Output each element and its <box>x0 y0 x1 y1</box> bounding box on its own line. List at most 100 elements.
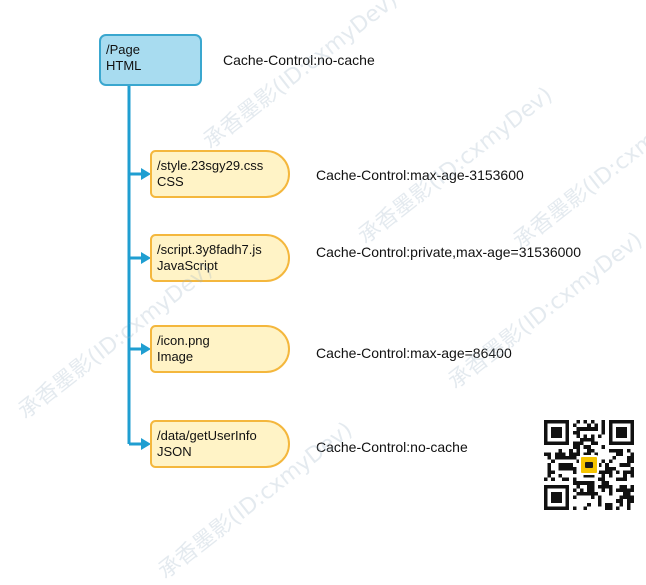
qr-module <box>562 441 566 446</box>
qr-module <box>601 420 606 424</box>
qr-module <box>605 466 609 471</box>
qr-module <box>630 495 634 500</box>
qr-module <box>590 488 595 492</box>
qr-module <box>619 495 624 500</box>
qr-module <box>590 438 595 442</box>
qr-module <box>608 488 613 492</box>
qr-module <box>594 441 598 446</box>
qr-module <box>623 463 627 467</box>
qr-module <box>558 430 562 435</box>
qr-module <box>576 459 580 464</box>
qr-module <box>601 423 606 428</box>
qr-module <box>626 441 631 446</box>
qr-module <box>551 420 555 424</box>
arrow-head-2 <box>141 343 151 355</box>
qr-module <box>558 456 562 460</box>
qr-module <box>569 466 573 471</box>
qr-module <box>576 427 580 431</box>
qr-module <box>583 452 588 456</box>
qr-module <box>605 463 609 467</box>
qr-module <box>562 452 566 456</box>
root-node-type: HTML <box>106 58 142 73</box>
qr-module <box>598 502 602 507</box>
qr-module <box>551 492 555 496</box>
resource-node-css: /style.23sgy29.css CSS <box>150 150 290 198</box>
qr-module <box>630 474 634 478</box>
qr-module <box>565 438 570 442</box>
qr-module <box>626 495 631 500</box>
qr-module <box>551 441 555 446</box>
qr-module <box>558 420 562 424</box>
qr-module <box>569 452 573 456</box>
qr-module <box>612 448 616 453</box>
qr-module <box>558 448 562 453</box>
qr-module <box>590 441 595 446</box>
qr-module <box>630 434 634 438</box>
qr-module <box>590 484 595 489</box>
qr-module <box>558 506 562 510</box>
qr-module <box>565 488 570 492</box>
qr-module <box>587 452 591 456</box>
qr-module <box>544 492 548 496</box>
qr-module <box>608 466 613 471</box>
qr-module <box>619 441 624 446</box>
qr-module <box>544 441 548 446</box>
qr-module <box>587 488 591 492</box>
qr-module <box>601 488 606 492</box>
qr-module <box>551 434 555 438</box>
arrow-head-1 <box>141 252 151 264</box>
qr-module <box>594 423 598 428</box>
qr-module <box>576 484 580 489</box>
qr-module <box>576 441 580 446</box>
qr-module <box>619 452 624 456</box>
qr-module <box>565 420 570 424</box>
qr-module <box>608 474 613 478</box>
qr-module <box>626 506 631 510</box>
qr-module <box>626 463 631 467</box>
qr-module <box>562 477 566 482</box>
json-cache-header: Cache-Control:no-cache <box>316 439 468 455</box>
qr-module <box>605 470 609 474</box>
qr-module <box>626 456 631 460</box>
qr-module <box>619 484 624 489</box>
qr-module <box>587 502 591 507</box>
qr-module <box>562 466 566 471</box>
qr-module <box>558 452 562 456</box>
qr-module <box>544 427 548 431</box>
qr-module <box>544 430 548 435</box>
qr-module <box>572 470 577 474</box>
qr-module <box>630 499 634 503</box>
qr-module <box>616 477 620 482</box>
qr-module <box>594 427 598 431</box>
qr-module <box>601 427 606 431</box>
qr-module <box>562 484 566 489</box>
qr-module <box>616 430 620 435</box>
qr-module <box>544 423 548 428</box>
qr-module <box>558 441 562 446</box>
qr-module <box>605 502 609 507</box>
qr-module <box>623 495 627 500</box>
qr-module <box>608 506 613 510</box>
qr-module <box>608 470 613 474</box>
qr-module <box>630 484 634 489</box>
qr-module <box>619 488 624 492</box>
qr-module <box>619 434 624 438</box>
qr-module <box>565 441 570 446</box>
resource-type: JSON <box>157 444 192 459</box>
qr-module <box>590 495 595 500</box>
qr-module <box>623 470 627 474</box>
qr-module <box>587 484 591 489</box>
qr-module <box>554 420 559 424</box>
qr-module <box>580 481 584 485</box>
qr-module <box>572 477 577 482</box>
qr-module <box>623 434 627 438</box>
qr-module <box>612 441 616 446</box>
qr-module <box>583 438 588 442</box>
qr-module <box>630 452 634 456</box>
qr-module <box>572 452 577 456</box>
diagram-canvas: /Page HTML Cache-Control:no-cache /style… <box>14 0 646 584</box>
qr-module <box>616 452 620 456</box>
qr-module <box>623 420 627 424</box>
qr-module <box>551 459 555 464</box>
qr-module <box>554 499 559 503</box>
